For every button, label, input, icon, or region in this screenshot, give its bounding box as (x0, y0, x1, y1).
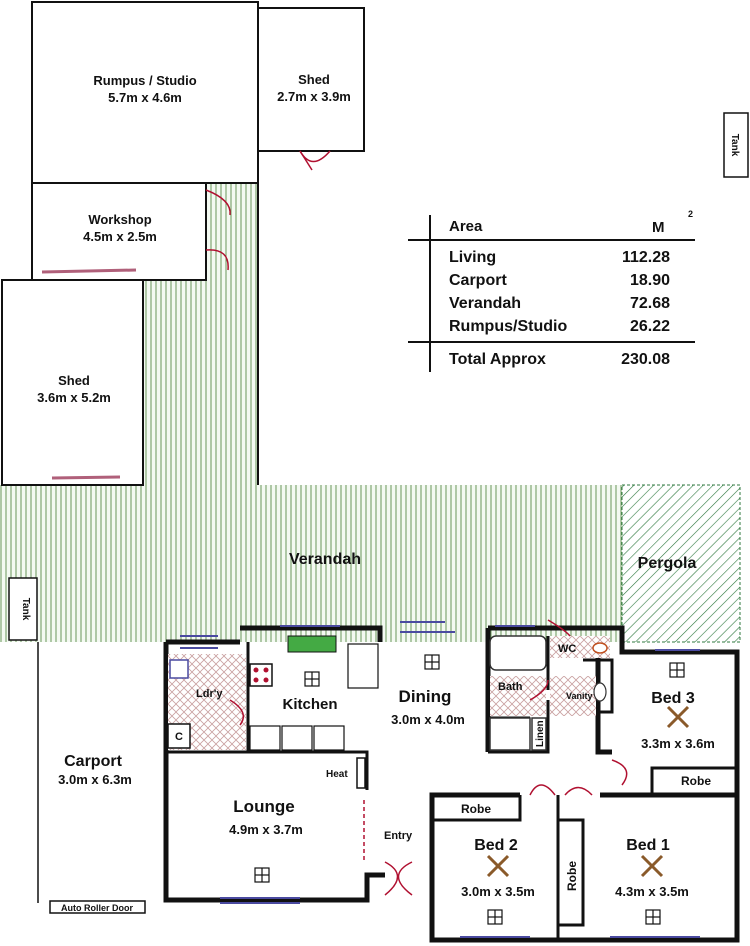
rumpus-name: Rumpus / Studio (93, 73, 196, 88)
dining-name: Dining (399, 687, 452, 706)
robe3-name: Robe (681, 774, 711, 788)
door-swing (205, 249, 229, 271)
area-row-label: Carport (449, 272, 507, 289)
shed-top-dims: 2.7m x 3.9m (277, 89, 351, 104)
wc-name: WC (558, 643, 576, 655)
pergola-area (621, 484, 741, 643)
table-header-sup: 2 (688, 209, 693, 219)
robe1-name: Robe (565, 861, 579, 891)
vanity-wet-area (550, 676, 596, 716)
bed1-dims: 4.3m x 3.5m (615, 884, 689, 899)
door-leaf (299, 150, 313, 171)
area-row-label: Rumpus/Studio (449, 318, 567, 335)
kitchen-bench (347, 643, 379, 689)
bed3-dims: 3.3m x 3.6m (641, 736, 715, 751)
bed1-name: Bed 1 (626, 837, 670, 854)
table-header-unit: M (652, 219, 665, 236)
stove-burners (253, 667, 269, 683)
robe2-name: Robe (461, 802, 491, 816)
tank-right-label: Tank (729, 134, 740, 157)
heat-name: Heat (326, 769, 348, 780)
shed-left-outline (1, 279, 144, 486)
interior-doors (229, 619, 628, 896)
ceiling-light-icons (254, 654, 685, 925)
shed-top-outline (257, 7, 365, 152)
area-row-value: 26.22 (630, 318, 670, 335)
vanity-basin (593, 682, 607, 702)
kitchen-sink (287, 635, 337, 653)
kitchen-name: Kitchen (282, 696, 337, 713)
entry-name: Entry (384, 830, 413, 842)
kitchen-cabinets (249, 725, 345, 751)
bed3-name: Bed 3 (651, 690, 695, 707)
tank-left-label: Tank (20, 598, 31, 621)
sliding-door (41, 268, 137, 274)
area-row-label: Verandah (449, 295, 521, 312)
table-total-value: 230.08 (621, 351, 670, 368)
wc-wet-area (550, 636, 610, 658)
area-row-value: 112.28 (622, 249, 670, 266)
lounge-name: Lounge (233, 797, 294, 816)
area-row-label: Living (449, 249, 496, 266)
linen-name: Linen (535, 720, 546, 747)
workshop-dims: 4.5m x 2.5m (83, 229, 157, 244)
shower (489, 717, 531, 751)
windows (180, 621, 700, 938)
bathtub (489, 635, 547, 671)
interior-walls (166, 636, 737, 940)
carport-name: Carport (64, 753, 122, 770)
table-header-label: Area (449, 218, 483, 235)
area-row-value: 18.90 (630, 272, 670, 289)
ceiling-fan-icons (486, 705, 690, 878)
roller-door-box (49, 900, 146, 914)
heater (356, 757, 366, 789)
walkway-area (206, 183, 258, 280)
laundry-name: Ldr'y (196, 688, 223, 700)
door-swing (205, 189, 231, 216)
bed2-name: Bed 2 (474, 837, 518, 854)
cupboard-name: C (175, 731, 183, 743)
door-swing (299, 150, 331, 163)
verandah-area (0, 280, 622, 642)
roller-door-label: Auto Roller Door (61, 903, 133, 913)
stove (249, 663, 273, 687)
bath-name: Bath (498, 681, 523, 693)
workshop-name: Workshop (88, 212, 151, 227)
table-total-label: Total Approx (449, 351, 546, 368)
verandah-name: Verandah (289, 551, 361, 568)
tank-left-box (8, 577, 38, 641)
rumpus-dims: 5.7m x 4.6m (108, 90, 182, 105)
shed-top-name: Shed (298, 72, 330, 87)
shed-left-dims: 3.6m x 5.2m (37, 390, 111, 405)
shed-left-name: Shed (58, 373, 90, 388)
vanity-name: Vanity (566, 691, 593, 701)
carport-dims: 3.0m x 6.3m (58, 772, 132, 787)
sliding-door (51, 475, 121, 480)
cupboard-box (167, 723, 191, 749)
pergola-name: Pergola (638, 555, 697, 572)
tank-right-box (723, 112, 749, 178)
rumpus-outline (31, 1, 259, 184)
toilet (592, 642, 608, 654)
linen-box (531, 717, 547, 751)
bed2-dims: 3.0m x 3.5m (461, 884, 535, 899)
area-row-value: 72.68 (630, 295, 670, 312)
laundry-tub (169, 659, 189, 679)
dining-dims: 3.0m x 4.0m (391, 712, 465, 727)
lounge-dims: 4.9m x 3.7m (229, 822, 303, 837)
